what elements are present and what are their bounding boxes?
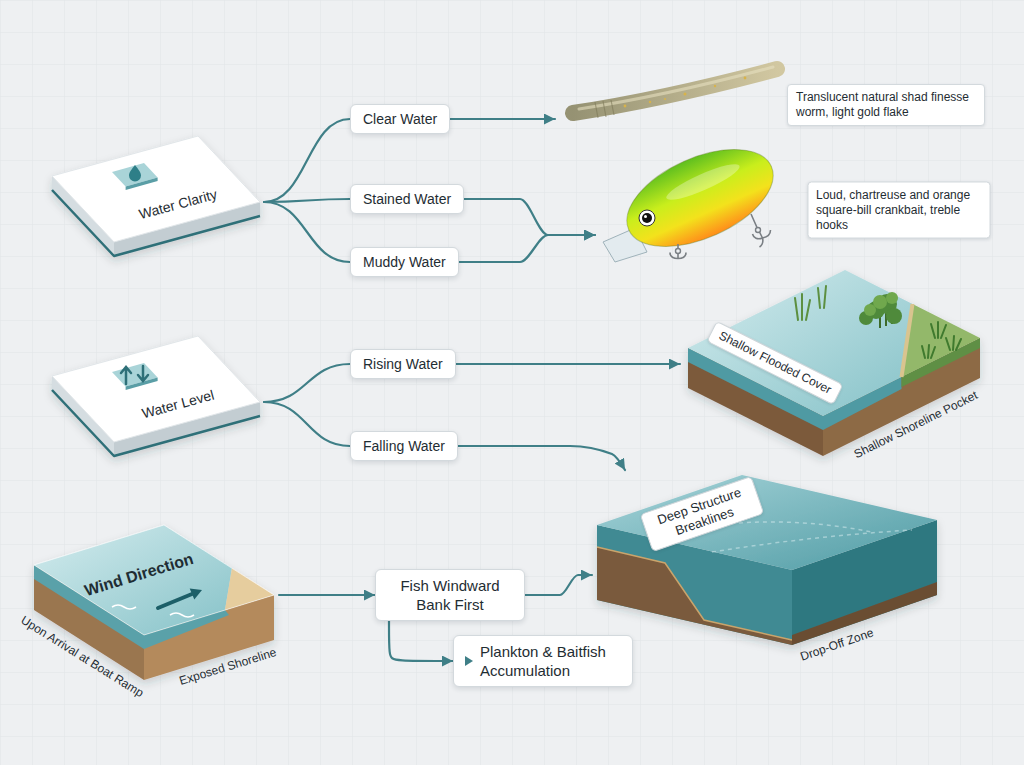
clarity-tile xyxy=(52,136,260,256)
flow-connector xyxy=(464,199,595,235)
block-outline xyxy=(34,525,274,635)
lure-highlight xyxy=(663,158,743,205)
flow-connector xyxy=(525,575,592,595)
lure-eye xyxy=(639,210,655,226)
node-label: Muddy Water xyxy=(363,253,446,271)
side-label: Exposed Shoreline xyxy=(178,645,279,689)
tile-label: Water Level xyxy=(140,386,216,423)
reeds xyxy=(795,286,826,320)
terrain-label: Shallow Shoreline Pocket xyxy=(852,388,981,462)
gold-flake xyxy=(664,98,666,100)
water-surface xyxy=(597,475,937,570)
node-label: Stained Water xyxy=(363,190,451,208)
terrain-block: Shallow Flooded CoverShallow Shoreline P… xyxy=(680,258,990,468)
lure-eye xyxy=(644,215,647,218)
node-label: Rising Water xyxy=(363,355,443,373)
terrain-label: Drop-Off Zone xyxy=(798,625,875,664)
condition-tile: Water Level xyxy=(48,332,264,472)
split-ring xyxy=(756,228,761,233)
condition-tile: Water Clarity xyxy=(48,132,264,272)
option-box: Clear Water xyxy=(350,104,450,134)
tile-label: Water Clarity xyxy=(137,185,219,223)
bush xyxy=(864,304,876,316)
wave-mark xyxy=(112,605,194,617)
lure-item: Translucent natural shad finesse worm, l… xyxy=(555,55,985,135)
option-box: Falling Water xyxy=(350,431,458,461)
terrain-tag: Shallow Flooded Cover xyxy=(706,321,843,405)
flow-connector xyxy=(279,594,375,596)
tile-face xyxy=(52,136,260,242)
terrain-tag: Deep Structure Breaklines xyxy=(640,476,765,552)
flow-connector xyxy=(450,118,555,120)
gold-flake xyxy=(714,85,716,87)
crankbait xyxy=(603,130,788,267)
flow-connector xyxy=(459,235,595,262)
bullet-icon xyxy=(464,655,474,667)
clarity-icon xyxy=(112,163,158,187)
down-arrow-icon xyxy=(138,366,148,381)
water-surface xyxy=(688,270,913,416)
gold-flake xyxy=(649,101,651,103)
node-label: Clear Water xyxy=(363,110,437,128)
flow-connector xyxy=(456,363,680,365)
option-box: Rising Water xyxy=(350,349,456,379)
side-label: Upon Arrival at Boat Ramp xyxy=(18,613,146,701)
flow-connector xyxy=(264,119,350,202)
tile-label: Wind Direction xyxy=(82,549,196,601)
worm-rings xyxy=(595,100,614,118)
shallow-block xyxy=(688,270,980,456)
lure-body xyxy=(612,130,787,267)
up-arrow-icon xyxy=(121,367,131,384)
flow-connector xyxy=(264,364,350,402)
gold-flake xyxy=(624,77,747,108)
gold-flake xyxy=(624,105,627,108)
terrain-block: Deep Structure BreaklinesDrop-Off Zone xyxy=(592,470,947,670)
water-surface xyxy=(34,525,232,635)
lure-item: Loud, chartreuse and orange square-bill … xyxy=(595,140,990,265)
water-drop-icon xyxy=(129,165,141,182)
deep-block xyxy=(597,475,937,645)
bush xyxy=(886,308,902,324)
result-box: Plankton & Baitfish Accumulation xyxy=(453,635,633,687)
flow-connector xyxy=(389,621,453,661)
flow-connector xyxy=(264,202,350,262)
grass-shore xyxy=(902,304,981,377)
node-label: Plankton & Baitfish Accumulation xyxy=(480,642,622,680)
node-label: Fish Windward Bank First xyxy=(389,576,511,614)
worm-highlight xyxy=(579,67,773,109)
split-ring xyxy=(676,249,681,254)
lure-caption: Translucent natural shad finesse worm, l… xyxy=(787,84,985,126)
clarity-icon xyxy=(126,178,158,191)
bullet-icon xyxy=(465,656,473,666)
sand-shore xyxy=(225,568,274,610)
flow-connector xyxy=(264,199,350,202)
option-box: Muddy Water xyxy=(350,247,459,277)
treble-hook xyxy=(751,214,771,247)
treble-hook xyxy=(670,244,686,259)
flow-connector xyxy=(264,402,350,446)
option-box: Stained Water xyxy=(350,184,464,214)
bush xyxy=(886,292,898,304)
lure-caption: Loud, chartreuse and orange square-bill … xyxy=(807,182,990,239)
wind-tile: Wind DirectionUpon Arrival at Boat RampE… xyxy=(24,515,279,705)
flow-connector xyxy=(458,446,625,470)
gold-flake xyxy=(684,93,687,96)
level-tile xyxy=(52,336,260,456)
wind-arrow xyxy=(158,594,192,608)
lure-eye xyxy=(642,213,652,223)
finesse-worm xyxy=(573,67,777,118)
action-box: Fish Windward Bank First xyxy=(375,569,525,621)
gold-flake xyxy=(744,77,747,80)
level-icon xyxy=(112,363,158,387)
tile-face xyxy=(52,336,260,442)
grass-tufts xyxy=(922,322,961,358)
node-label: Falling Water xyxy=(363,437,445,455)
wind-arrow xyxy=(190,588,202,599)
shoreline xyxy=(902,304,913,377)
